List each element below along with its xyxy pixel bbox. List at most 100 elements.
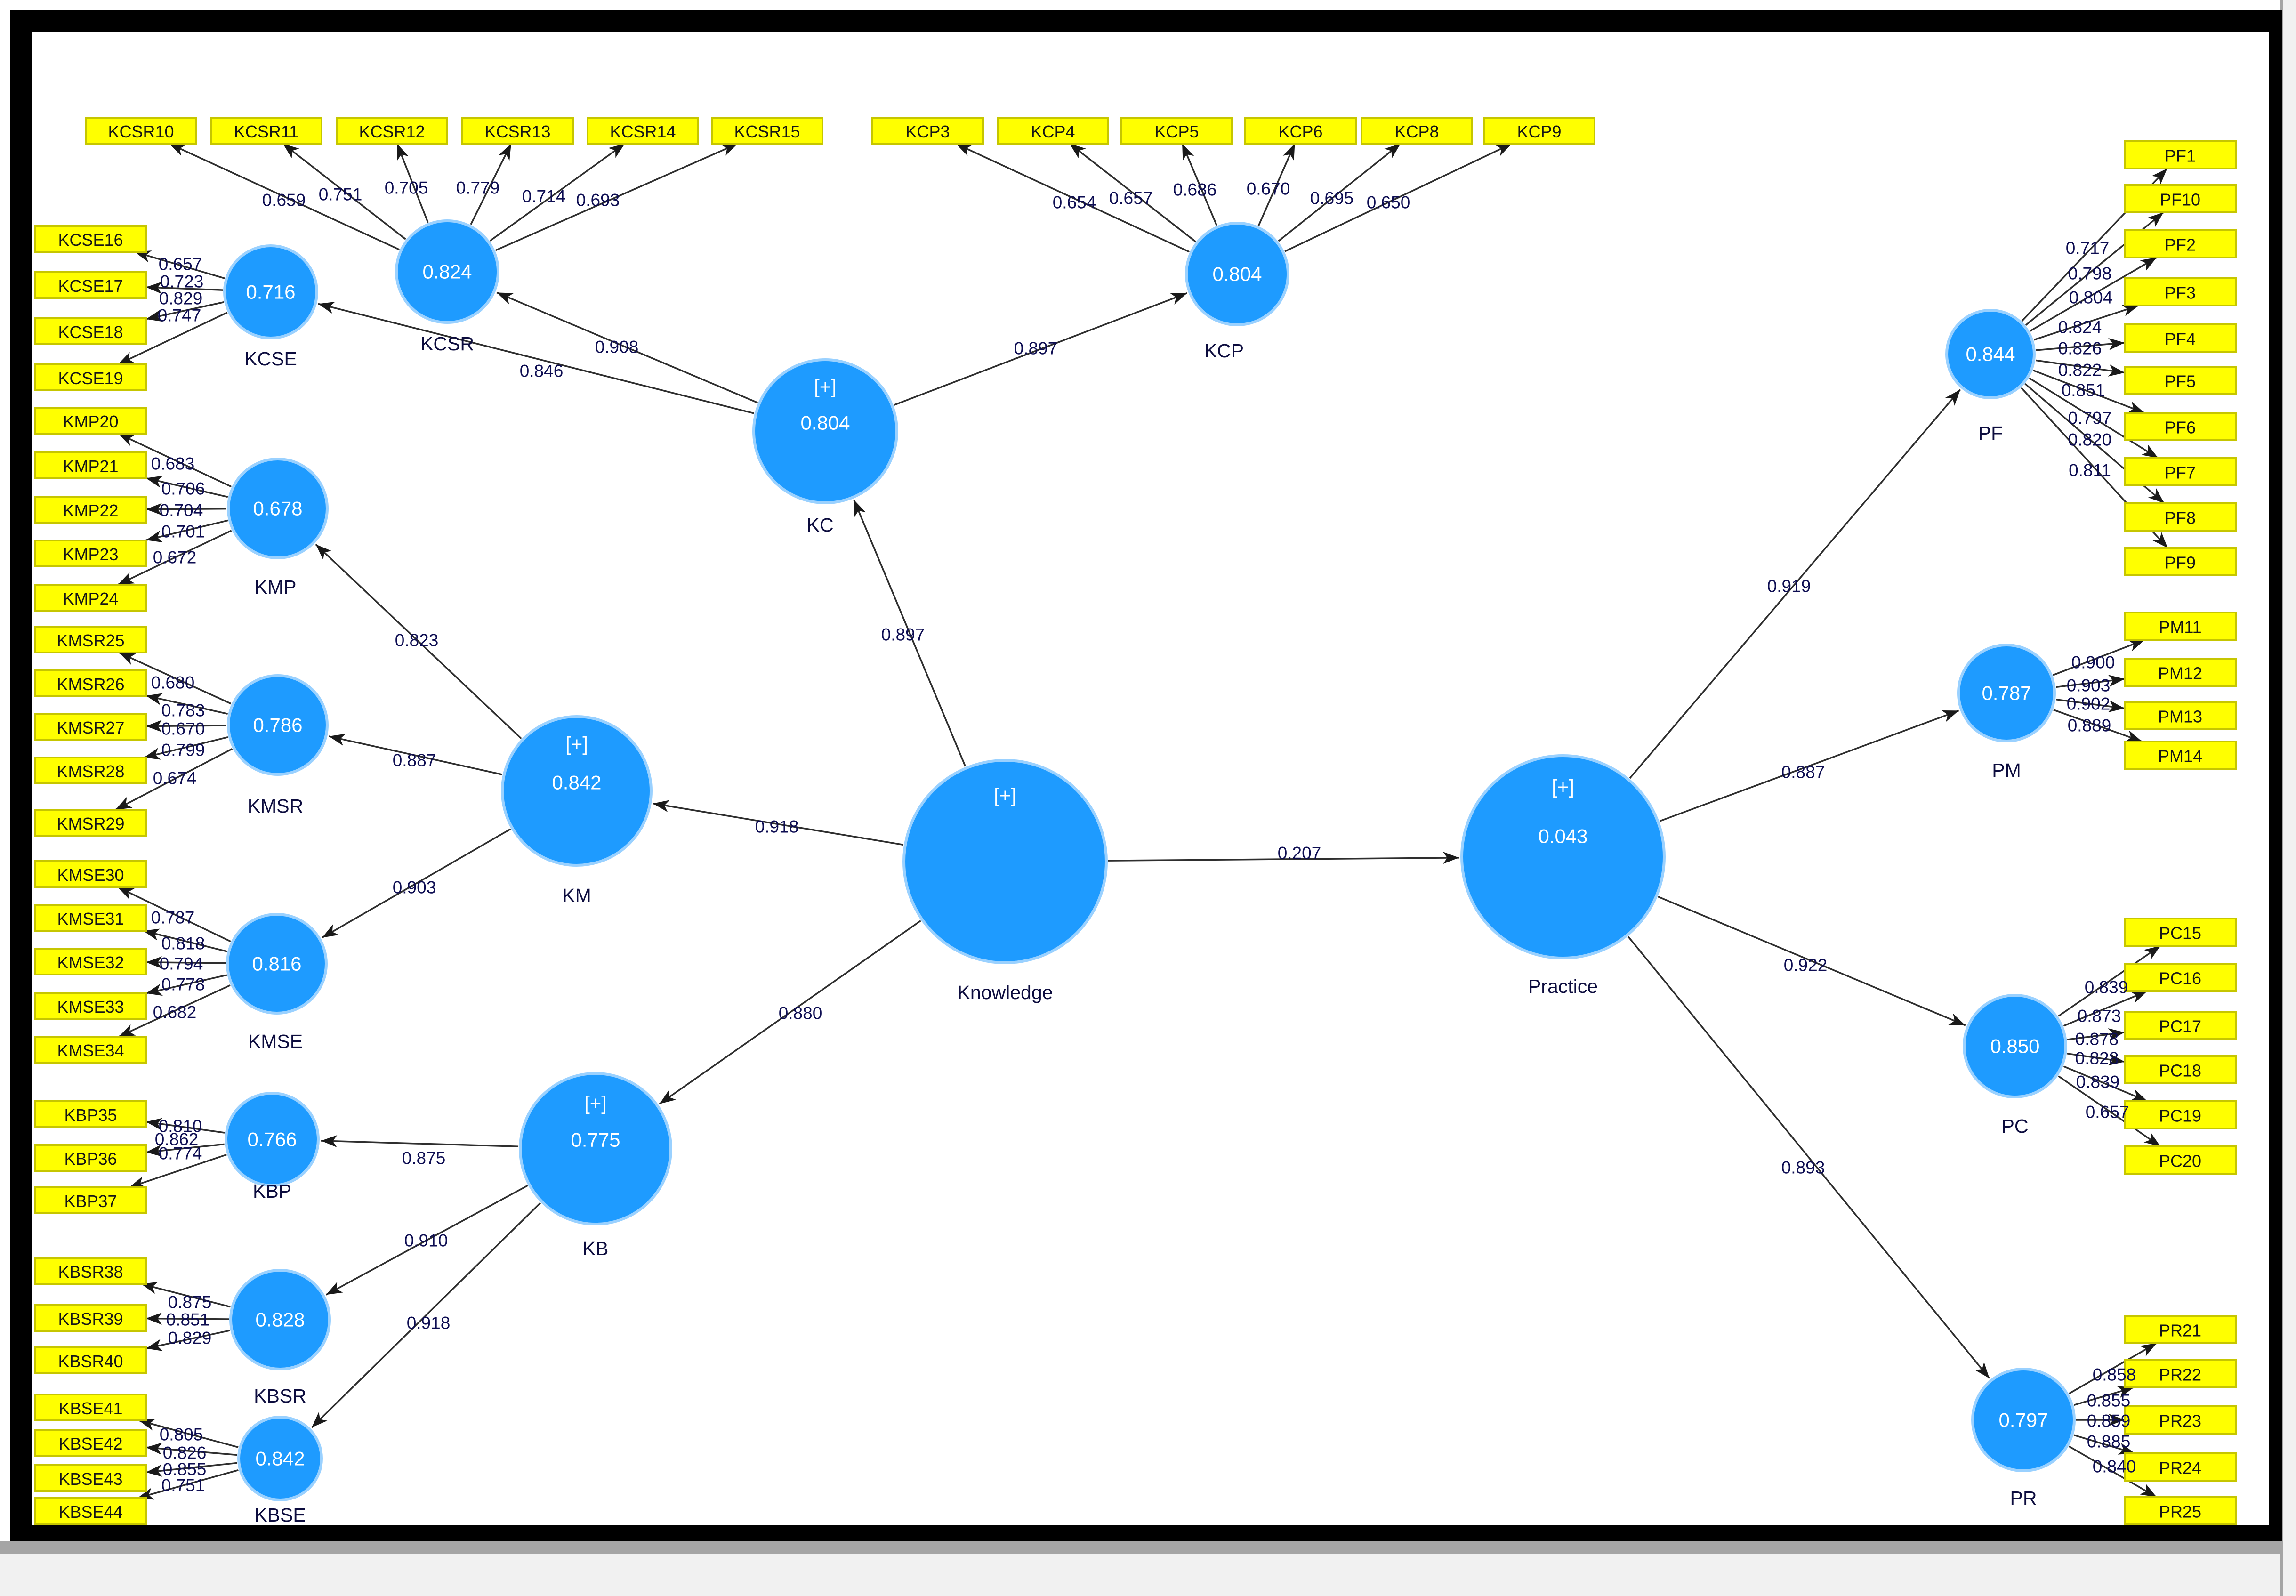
path-KB-KBSR[interactable] bbox=[325, 1185, 528, 1296]
path-KM-KMP[interactable] bbox=[315, 543, 522, 740]
construct-KBSR-circle[interactable] bbox=[229, 1269, 331, 1370]
edge-KCP-KCP3[interactable] bbox=[955, 143, 1190, 253]
edge-KCSE-KCSE19[interactable] bbox=[117, 312, 228, 365]
indicator-KMP22-box[interactable] bbox=[34, 496, 147, 524]
edge-KCP-KCP6[interactable] bbox=[1257, 143, 1296, 226]
indicator-KMP23-box[interactable] bbox=[34, 540, 147, 567]
indicator-KBSR40-box[interactable] bbox=[34, 1346, 147, 1374]
edge-PF-PF3[interactable] bbox=[2033, 305, 2139, 341]
indicator-KCSR10-box[interactable] bbox=[85, 117, 197, 145]
indicator-KBP36-box[interactable] bbox=[34, 1144, 147, 1172]
edge-KCP-KCP8[interactable] bbox=[1278, 143, 1402, 242]
path-KM-KMSR[interactable] bbox=[329, 734, 503, 775]
indicator-KCP5-box[interactable] bbox=[1120, 117, 1233, 145]
path-Knowledge-KM[interactable] bbox=[653, 800, 904, 846]
construct-PM-circle[interactable] bbox=[1957, 644, 2056, 742]
construct-KCSR-circle[interactable] bbox=[395, 219, 499, 324]
edge-PF-PF4[interactable] bbox=[2036, 338, 2125, 351]
indicator-KBSE42-box[interactable] bbox=[34, 1429, 147, 1457]
indicator-KBSE41-box[interactable] bbox=[34, 1394, 147, 1421]
indicator-KMSR28-box[interactable] bbox=[34, 757, 147, 784]
edge-KMSR-KMSR27[interactable] bbox=[145, 720, 227, 733]
edge-KMP-KMP24[interactable] bbox=[117, 530, 232, 586]
edge-PM-PM14[interactable] bbox=[2053, 709, 2143, 742]
path-KC-KCSR[interactable] bbox=[496, 291, 758, 403]
indicator-PR21-box[interactable] bbox=[2124, 1315, 2237, 1344]
indicator-KMSE32-box[interactable] bbox=[34, 948, 147, 975]
edge-KMP-KMP23[interactable] bbox=[145, 519, 228, 542]
indicator-KCP8-box[interactable] bbox=[1361, 117, 1473, 145]
path-Knowledge-KB[interactable] bbox=[659, 920, 921, 1105]
edge-KMSE-KMSE32[interactable] bbox=[145, 956, 226, 969]
edge-KMSR-KMSR25[interactable] bbox=[119, 652, 232, 705]
indicator-PR22-box[interactable] bbox=[2124, 1359, 2237, 1388]
indicator-KCSR14-box[interactable] bbox=[587, 117, 699, 145]
path-KC-KCSE[interactable] bbox=[318, 302, 755, 414]
edge-PF-PF5[interactable] bbox=[2035, 359, 2125, 377]
edge-PM-PM13[interactable] bbox=[2055, 698, 2125, 713]
construct-KMSE-circle[interactable] bbox=[226, 913, 328, 1015]
indicator-PR24-box[interactable] bbox=[2124, 1452, 2237, 1482]
construct-KB-circle[interactable] bbox=[519, 1072, 672, 1225]
indicator-KMSE30-box[interactable] bbox=[34, 860, 147, 888]
construct-PF-circle[interactable] bbox=[1945, 309, 2036, 399]
indicator-PM11-box[interactable] bbox=[2124, 612, 2237, 641]
construct-KMSR-circle[interactable] bbox=[227, 674, 329, 776]
edge-KMSR-KMSR29[interactable] bbox=[115, 748, 233, 811]
edge-KBP-KBP35[interactable] bbox=[145, 1118, 225, 1134]
indicator-PF8-box[interactable] bbox=[2124, 502, 2237, 532]
indicator-KMP21-box[interactable] bbox=[34, 451, 147, 479]
indicator-KBSE43-box[interactable] bbox=[34, 1464, 147, 1492]
indicator-PF2-box[interactable] bbox=[2124, 229, 2237, 258]
indicator-KMSR29-box[interactable] bbox=[34, 809, 147, 837]
indicator-KCP6-box[interactable] bbox=[1244, 117, 1357, 145]
edge-PF-PF6[interactable] bbox=[2032, 369, 2145, 414]
edge-KBSR-KBSR39[interactable] bbox=[145, 1312, 229, 1325]
path-Practice-PM[interactable] bbox=[1659, 709, 1959, 822]
indicator-KMSR26-box[interactable] bbox=[34, 669, 147, 697]
indicator-KMP20-box[interactable] bbox=[34, 407, 147, 435]
path-KM-KMSE[interactable] bbox=[322, 828, 511, 939]
indicator-KCP3-box[interactable] bbox=[871, 117, 984, 145]
edge-KMSE-KMSE31[interactable] bbox=[143, 928, 227, 952]
edge-KBP-KBP37[interactable] bbox=[129, 1153, 227, 1188]
indicator-KBP35-box[interactable] bbox=[34, 1100, 147, 1128]
edge-KMSE-KMSE33[interactable] bbox=[145, 974, 227, 996]
edge-KBSE-KBSE43[interactable] bbox=[145, 1462, 237, 1477]
indicator-PM13-box[interactable] bbox=[2124, 701, 2237, 730]
edge-KMSE-KMSE34[interactable] bbox=[118, 984, 231, 1038]
indicator-KCP4-box[interactable] bbox=[997, 117, 1109, 145]
indicator-PC18-box[interactable] bbox=[2124, 1055, 2237, 1084]
edge-KBSE-KBSE41[interactable] bbox=[138, 1419, 239, 1448]
construct-KBP-circle[interactable] bbox=[225, 1092, 320, 1187]
indicator-KMSE31-box[interactable] bbox=[34, 904, 147, 932]
indicator-PF4-box[interactable] bbox=[2124, 323, 2237, 353]
indicator-PC17-box[interactable] bbox=[2124, 1011, 2237, 1040]
indicator-PC16-box[interactable] bbox=[2124, 963, 2237, 992]
edge-KMSR-KMSR26[interactable] bbox=[145, 693, 228, 715]
edge-PC-PC20[interactable] bbox=[2058, 1075, 2161, 1147]
edge-PF-PF7[interactable] bbox=[2029, 377, 2159, 459]
edge-PC-PC17[interactable] bbox=[2067, 1028, 2125, 1040]
edge-PC-PC19[interactable] bbox=[2063, 1065, 2148, 1102]
construct-PR-circle[interactable] bbox=[1971, 1368, 2076, 1472]
indicator-PF3-box[interactable] bbox=[2124, 277, 2237, 306]
indicator-KBSR38-box[interactable] bbox=[34, 1257, 147, 1285]
indicator-PR25-box[interactable] bbox=[2124, 1496, 2237, 1525]
indicator-PC20-box[interactable] bbox=[2124, 1145, 2237, 1175]
construct-KBSE-circle[interactable] bbox=[237, 1416, 323, 1501]
edge-KMP-KMP20[interactable] bbox=[118, 433, 232, 488]
construct-KMP-circle[interactable] bbox=[227, 458, 329, 559]
indicator-KCSR12-box[interactable] bbox=[336, 117, 448, 145]
path-KB-KBSE[interactable] bbox=[311, 1202, 541, 1428]
edge-PR-PR21[interactable] bbox=[2069, 1342, 2157, 1394]
indicator-PF1-box[interactable] bbox=[2124, 140, 2237, 169]
edge-KMSR-KMSR28[interactable] bbox=[144, 736, 228, 760]
construct-Knowledge-circle[interactable] bbox=[902, 759, 1108, 964]
indicator-KBSR39-box[interactable] bbox=[34, 1304, 147, 1332]
path-Knowledge-KC[interactable] bbox=[853, 500, 967, 767]
indicator-PF5-box[interactable] bbox=[2124, 366, 2237, 395]
indicator-KMSR27-box[interactable] bbox=[34, 713, 147, 741]
edge-KCSE-KCSE16[interactable] bbox=[134, 250, 225, 279]
edge-KCP-KCP4[interactable] bbox=[1069, 143, 1196, 242]
